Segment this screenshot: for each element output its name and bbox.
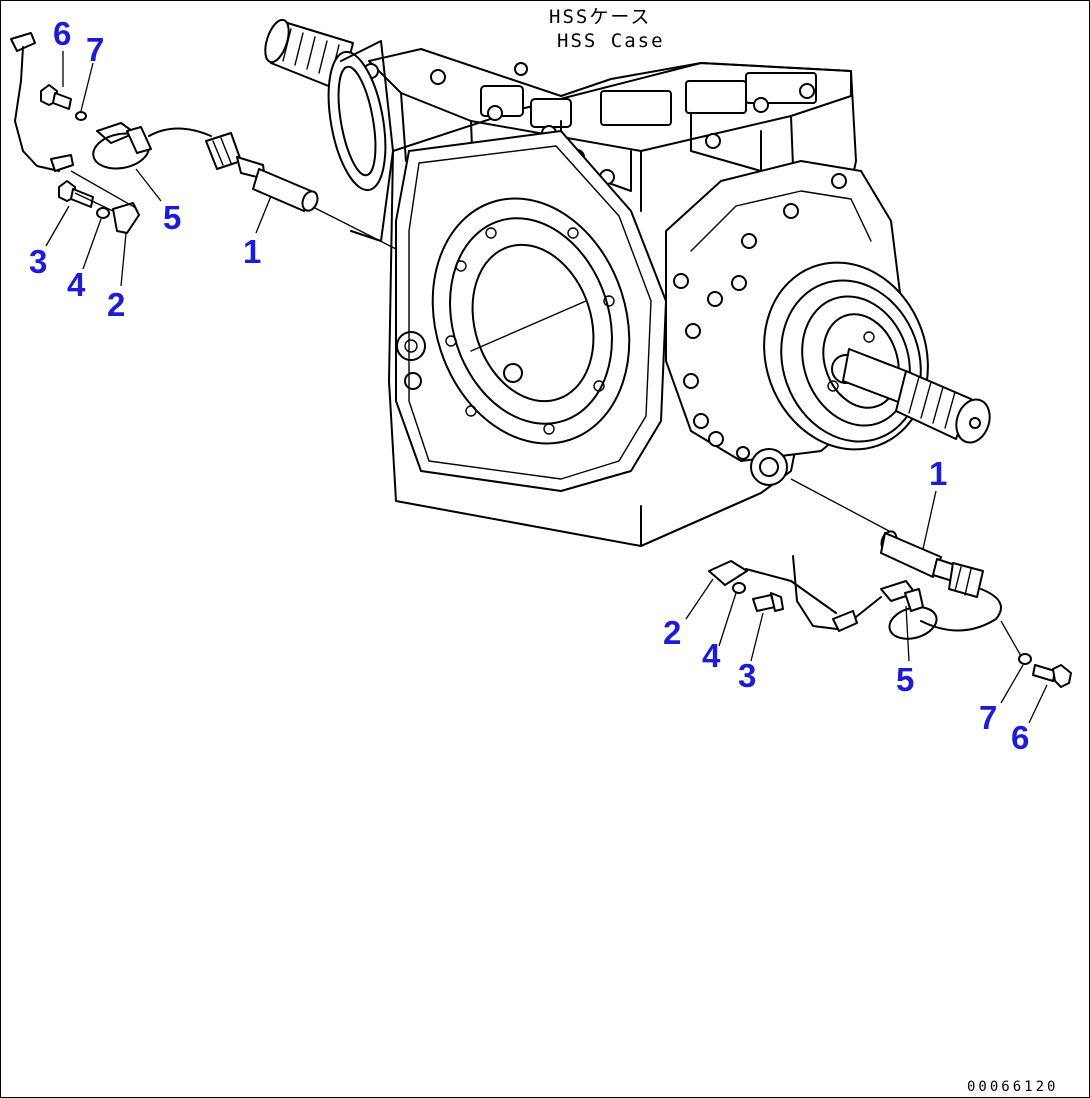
- callout-2-left: 2: [107, 286, 125, 323]
- washer-4-left: [96, 207, 110, 219]
- washer-7-left: [75, 111, 87, 121]
- clip-upper-left: [10, 32, 36, 52]
- callouts-left: 6 7 5 1 3 4 2: [29, 15, 261, 323]
- right-sensor-assembly: [708, 478, 1072, 688]
- speed-sensor-1-right: [880, 530, 984, 598]
- side-bolts: [673, 173, 847, 460]
- document-id: 00066120: [967, 1079, 1058, 1095]
- callout-6-left: 6: [53, 15, 71, 52]
- output-shaft-right: [842, 348, 991, 444]
- washer-7-right: [1018, 653, 1032, 665]
- callout-1-right: 1: [929, 455, 947, 492]
- callout-6-right: 6: [1011, 719, 1029, 756]
- callouts-right: 1 2 4 3 5 7 6: [663, 455, 1029, 756]
- clamp-5-left: [92, 122, 152, 170]
- clamp-5-right: [880, 580, 938, 640]
- callout-1-left: 1: [243, 233, 261, 270]
- callout-leaders: [45, 51, 1048, 724]
- speed-sensor-1-left: [205, 132, 319, 212]
- callout-4-right: 4: [702, 637, 721, 674]
- bolt-6-left: [40, 84, 72, 110]
- hss-case-housing: [264, 18, 991, 547]
- bolt-6-right: [1032, 664, 1072, 688]
- caption-english: HSS Case: [557, 30, 665, 52]
- callout-7-left: 7: [86, 31, 104, 68]
- callout-7-right: 7: [979, 699, 997, 736]
- callout-3-right: 3: [738, 657, 756, 694]
- callout-5-right: 5: [896, 661, 914, 698]
- left-sensor-assembly: [10, 32, 397, 250]
- bracket-2-right: [708, 560, 748, 586]
- washer-4-right: [732, 582, 746, 594]
- callout-5-left: 5: [163, 199, 181, 236]
- bore-bolt-holes: [445, 227, 615, 435]
- callout-4-left: 4: [67, 266, 86, 303]
- input-shaft-left: [264, 18, 394, 242]
- caption-japanese: HSSケース: [549, 6, 651, 28]
- callout-2-right: 2: [663, 614, 681, 651]
- callout-3-left: 3: [29, 243, 47, 280]
- bolt-3-right: [752, 592, 784, 612]
